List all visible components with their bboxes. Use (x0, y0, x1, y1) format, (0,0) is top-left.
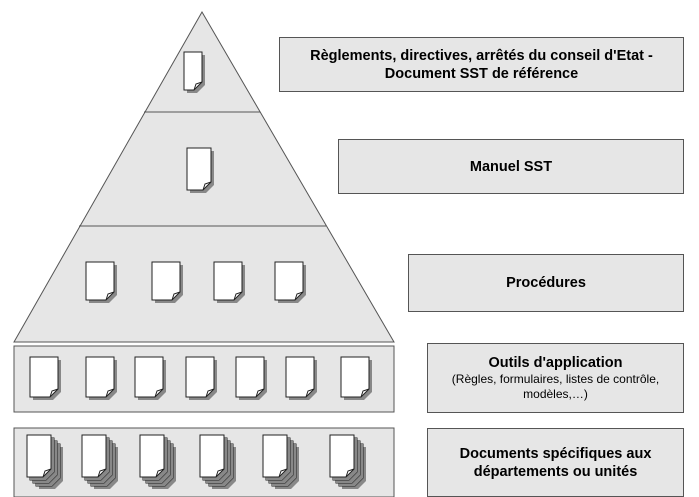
document-stack-icon-sheet (329, 434, 357, 480)
document-icon (274, 261, 306, 303)
level-title-regulations: Règlements, directives, arrêtés du conse… (310, 47, 653, 82)
document-icon (285, 356, 317, 400)
level-title-sst-manual: Manuel SST (469, 158, 553, 175)
level-title-application-tools: Outils d'application (488, 355, 623, 371)
document-icon (85, 356, 117, 400)
level-label-regulations: Règlements, directives, arrêtés du conse… (279, 37, 684, 92)
level-subtitle-application-tools: (Règles, formulaires, listes de contrôle… (451, 372, 660, 401)
level-label-procedures: Procédures (408, 254, 684, 312)
document-icons (26, 51, 372, 489)
document-stack-icon-sheet (26, 434, 54, 480)
level-label-department-documents: Documents spécifiques aux départements o… (427, 428, 684, 497)
document-icon (29, 356, 61, 400)
document-stack-icon-sheet (262, 434, 290, 480)
document-icon (151, 261, 183, 303)
document-icon (85, 261, 117, 303)
document-icon (185, 356, 217, 400)
level-label-application-tools: Outils d'application (Règles, formulaire… (427, 343, 684, 413)
document-icon (213, 261, 245, 303)
level-title-procedures: Procédures (506, 275, 586, 291)
level-label-sst-manual: Manuel SST (338, 139, 684, 194)
document-icon (134, 356, 166, 400)
document-icon (340, 356, 372, 400)
document-icon (183, 51, 205, 93)
document-icon (235, 356, 267, 400)
document-stack-icon-sheet (81, 434, 109, 480)
document-stack-icon-sheet (139, 434, 167, 480)
document-icon (186, 147, 214, 193)
document-stack-icon-sheet (199, 434, 227, 480)
level-title-department-documents: Documents spécifiques aux départements o… (459, 445, 652, 480)
